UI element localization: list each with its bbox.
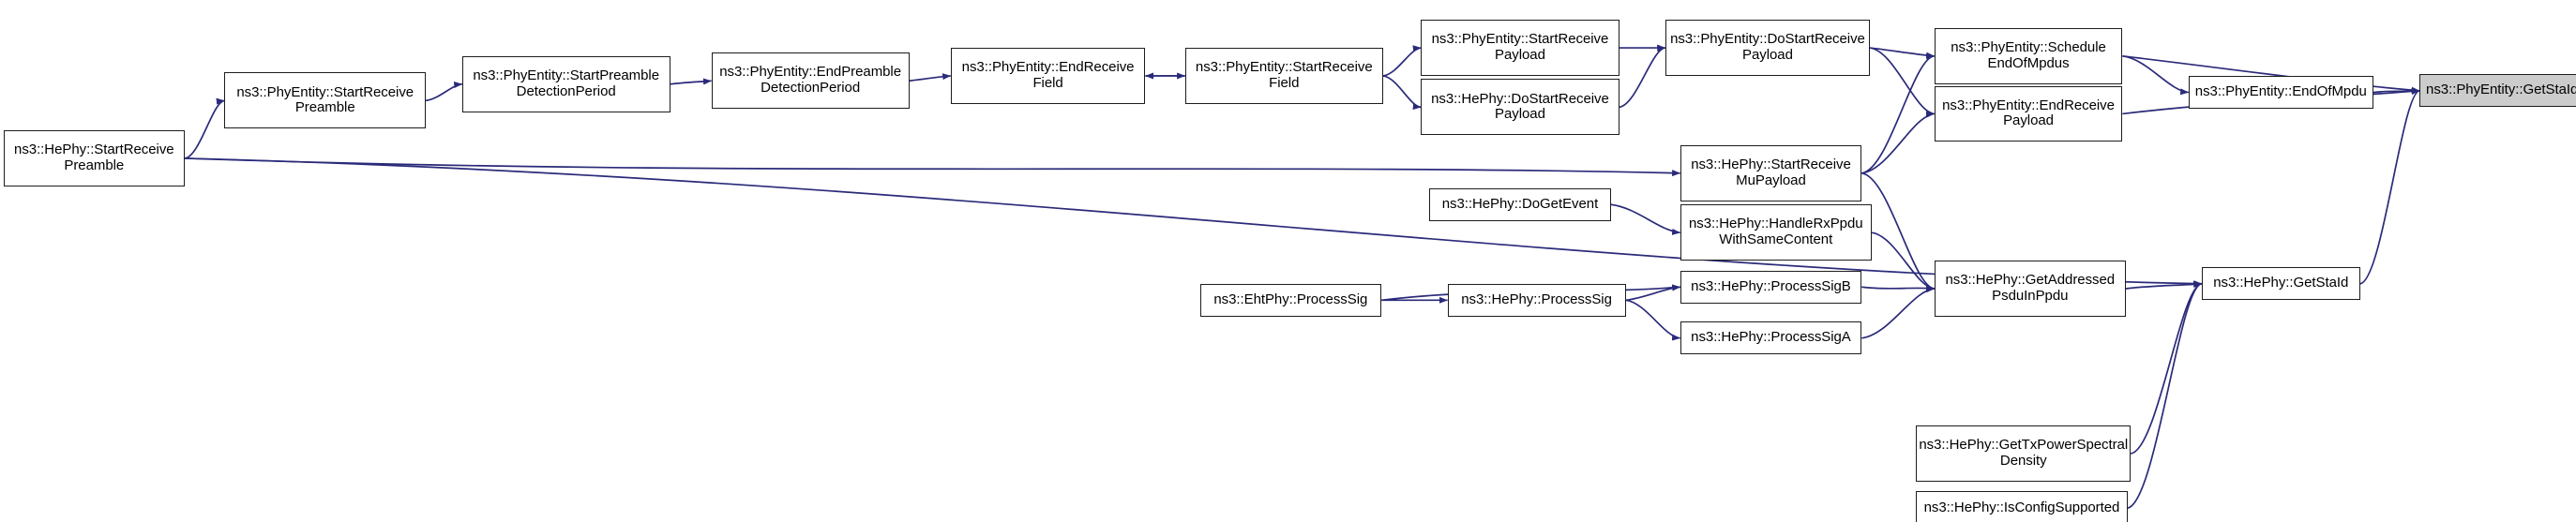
graph-edge-n0-to-n1	[184, 97, 225, 159]
graph-edge-n13-to-n18	[1871, 231, 1936, 291]
graph-edge-n11-to-n18	[1861, 172, 1936, 291]
graph-edge-n15-to-n16	[1625, 284, 1681, 302]
graph-node-n18[interactable]: ns3::HePhy::GetAddressed PsduInPpdu	[1934, 261, 2126, 317]
graph-node-n15[interactable]: ns3::HePhy::ProcessSig	[1447, 283, 1626, 317]
graph-node-n13[interactable]: ns3::HePhy::HandleRxPpdu WithSameContent	[1680, 204, 1872, 261]
graph-node-n4[interactable]: ns3::PhyEntity::EndReceive Field	[950, 48, 1146, 104]
graph-node-n1[interactable]: ns3::PhyEntity::StartReceive Preamble	[224, 72, 427, 129]
graph-edge-n0-to-n19	[185, 157, 2203, 288]
graph-node-n14[interactable]: ns3::EhtPhy::ProcessSig	[1199, 283, 1382, 317]
graph-edge-n8-to-n10	[1869, 47, 1936, 117]
graph-edge-n17-to-n18	[1861, 286, 1936, 339]
graph-edge-n15-to-n17	[1625, 299, 1681, 341]
graph-node-n19[interactable]: ns3::HePhy::GetStaId	[2201, 267, 2360, 301]
graph-edge-n22-to-n23	[2373, 88, 2420, 96]
graph-node-n21[interactable]: ns3::HePhy::IsConfigSupported	[1916, 491, 2128, 522]
graph-edge-n0-to-n11	[185, 157, 1681, 177]
graph-node-n22[interactable]: ns3::PhyEntity::EndOfMpdu	[2188, 75, 2373, 110]
graph-edge-n8-to-n9	[1869, 47, 1936, 59]
graph-edge-n3-to-n4	[909, 73, 952, 82]
graph-node-n2[interactable]: ns3::PhyEntity::StartPreamble DetectionP…	[461, 55, 670, 112]
graph-node-n12[interactable]: ns3::HePhy::DoGetEvent	[1429, 187, 1611, 221]
graph-node-n11[interactable]: ns3::HePhy::StartReceive MuPayload	[1680, 144, 1862, 201]
graph-edge-n18-to-n19	[2125, 280, 2203, 290]
graph-edge-n5-to-n7	[1382, 75, 1422, 111]
graph-node-n17[interactable]: ns3::HePhy::ProcessSigA	[1680, 321, 1862, 355]
graph-edge-n2-to-n3	[670, 78, 712, 85]
graph-edge-n7-to-n8	[1619, 45, 1666, 109]
graph-edge-n11-to-n10	[1861, 111, 1936, 174]
graph-edge-n20-to-n19	[2130, 281, 2203, 455]
graph-node-n9[interactable]: ns3::PhyEntity::Schedule EndOfMpdus	[1934, 27, 2123, 84]
graph-edge-n1-to-n2	[425, 81, 463, 102]
graph-edge-n9-to-n22	[2122, 54, 2190, 96]
graph-node-n5[interactable]: ns3::PhyEntity::StartReceive Field	[1184, 48, 1383, 104]
graph-node-n6[interactable]: ns3::PhyEntity::StartReceive Payload	[1421, 20, 1619, 76]
graph-edge-n11-to-n9	[1861, 53, 1936, 174]
graph-node-n10[interactable]: ns3::PhyEntity::EndReceive Payload	[1934, 85, 2123, 142]
graph-edge-n5-to-n6	[1382, 45, 1422, 77]
graph-node-n20[interactable]: ns3::HePhy::GetTxPowerSpectral Density	[1916, 425, 2132, 482]
graph-node-n7[interactable]: ns3::HePhy::DoStartReceive Payload	[1421, 79, 1619, 136]
graph-edge-n12-to-n13	[1610, 203, 1681, 235]
graph-edge-n21-to-n19	[2127, 281, 2203, 509]
graph-edge-n19-to-n23	[2359, 88, 2420, 285]
graph-edge-n16-to-n18	[1861, 284, 1936, 291]
graph-node-n23[interactable]: ns3::PhyEntity::GetStaId	[2419, 74, 2576, 108]
graph-node-n3[interactable]: ns3::PhyEntity::EndPreamble DetectionPer…	[711, 52, 910, 110]
graph-node-n16[interactable]: ns3::HePhy::ProcessSigB	[1680, 270, 1862, 304]
graph-node-n0[interactable]: ns3::HePhy::StartReceive Preamble	[3, 130, 186, 186]
graph-node-n8[interactable]: ns3::PhyEntity::DoStartReceive Payload	[1665, 20, 1871, 76]
